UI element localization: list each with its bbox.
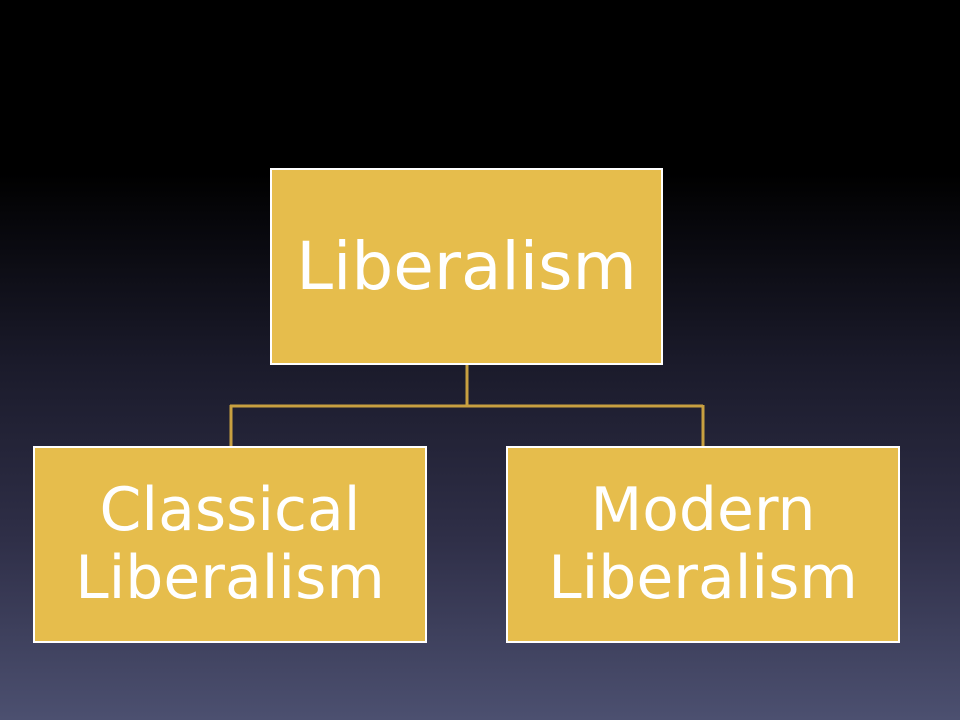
node-classical-liberalism-label: Classical Liberalism (75, 475, 385, 613)
node-classical-liberalism: Classical Liberalism (33, 446, 427, 643)
node-liberalism: Liberalism (270, 168, 663, 365)
node-modern-liberalism-label: Modern Liberalism (548, 475, 858, 613)
node-modern-liberalism: Modern Liberalism (506, 446, 900, 643)
node-liberalism-label: Liberalism (296, 227, 637, 305)
